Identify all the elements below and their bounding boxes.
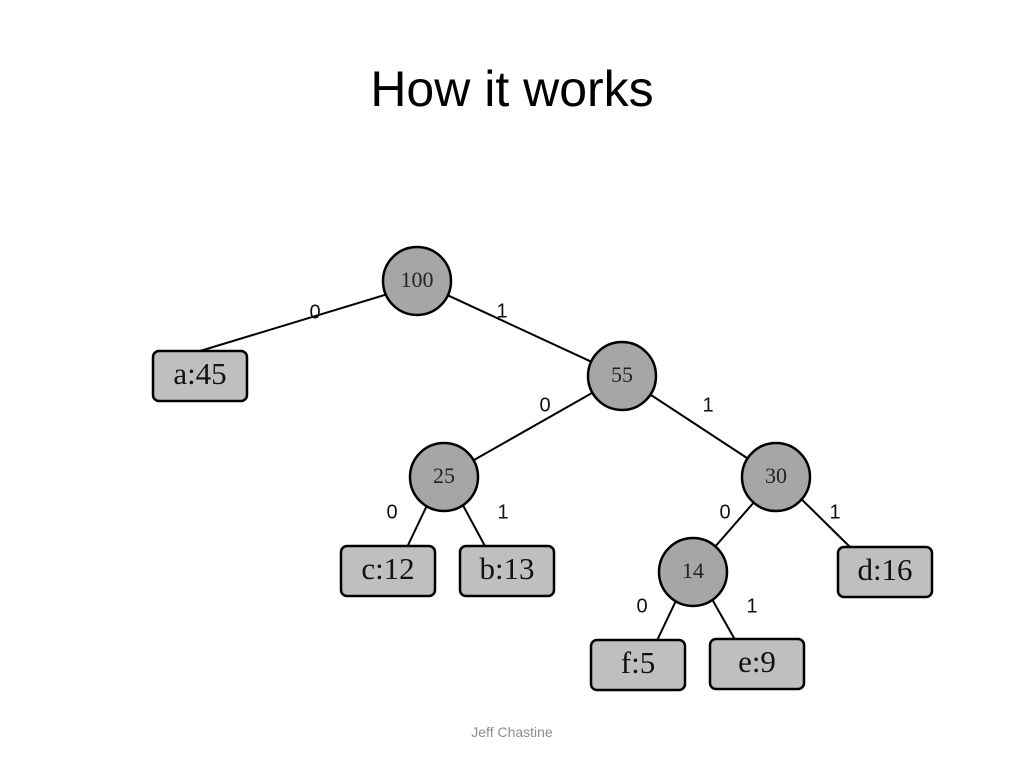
tree-node-55: 55 (586, 340, 658, 412)
leaf-label: d:16 (857, 552, 912, 587)
tree-node-14: 14 (657, 536, 729, 608)
leaf-a: a:45 (151, 349, 249, 403)
node-value-label: 25 (433, 463, 455, 488)
leaf-b: b:13 (458, 544, 556, 598)
leaf-label: b:13 (479, 551, 534, 586)
edge-label-n100-a: 0 (309, 301, 320, 323)
leaf-box (708, 637, 806, 691)
edge-label-n55-n30: 1 (702, 394, 713, 416)
leaf-c: c:12 (339, 544, 437, 598)
edge-label-n14-e: 1 (746, 595, 757, 617)
leaves-layer: a:45 c:12 b:13 f:5 e:9 d:16 (151, 349, 934, 692)
node-circle (740, 441, 812, 513)
leaf-label: e:9 (738, 644, 776, 679)
edge-labels-layer: 0 1 0 1 0 1 0 1 0 1 (309, 300, 840, 617)
node-value-label: 55 (611, 362, 633, 387)
leaf-d: d:16 (836, 545, 934, 599)
edge-n30-d (800, 498, 851, 548)
leaf-f: f:5 (589, 638, 687, 692)
node-value-label: 30 (765, 463, 787, 488)
edge-n14-e (711, 599, 736, 640)
leaf-box (339, 544, 437, 598)
edge-n14-f (656, 600, 677, 641)
edge-n100-n55 (447, 294, 592, 363)
edge-n55-n30 (649, 393, 749, 460)
node-circle (657, 536, 729, 608)
tree-node-30: 30 (740, 441, 812, 513)
edge-label-n100-n55: 1 (496, 300, 507, 322)
edge-label-n25-b: 1 (497, 501, 508, 523)
edge-label-n30-d: 1 (829, 501, 840, 523)
tree-node-100: 100 (381, 245, 453, 317)
edge-n30-n14 (714, 501, 755, 548)
edge-label-n25-c: 0 (386, 501, 397, 523)
leaf-label: c:12 (361, 551, 414, 586)
leaf-box (458, 544, 556, 598)
edge-n55-n25 (473, 391, 593, 462)
footer-author: Jeff Chastine (471, 724, 553, 740)
edges-layer (199, 293, 851, 641)
tree-node-25: 25 (408, 441, 480, 513)
edge-label-n30-n14: 0 (719, 501, 730, 523)
edge-n25-c (406, 505, 428, 547)
edge-n25-b (462, 504, 486, 547)
leaf-box (151, 349, 249, 403)
node-circle (408, 441, 480, 513)
leaf-e: e:9 (708, 637, 806, 691)
slide-title: How it works (370, 61, 654, 117)
edge-label-n55-n25: 0 (539, 394, 550, 416)
edge-label-n14-f: 0 (636, 595, 647, 617)
leaf-label: a:45 (173, 356, 226, 391)
node-value-label: 100 (401, 267, 434, 292)
leaf-label: f:5 (621, 645, 655, 680)
node-circle (381, 245, 453, 317)
node-value-label: 14 (682, 558, 704, 583)
node-circle (586, 340, 658, 412)
edge-n100-a (199, 293, 387, 352)
leaf-box (836, 545, 934, 599)
leaf-box (589, 638, 687, 692)
